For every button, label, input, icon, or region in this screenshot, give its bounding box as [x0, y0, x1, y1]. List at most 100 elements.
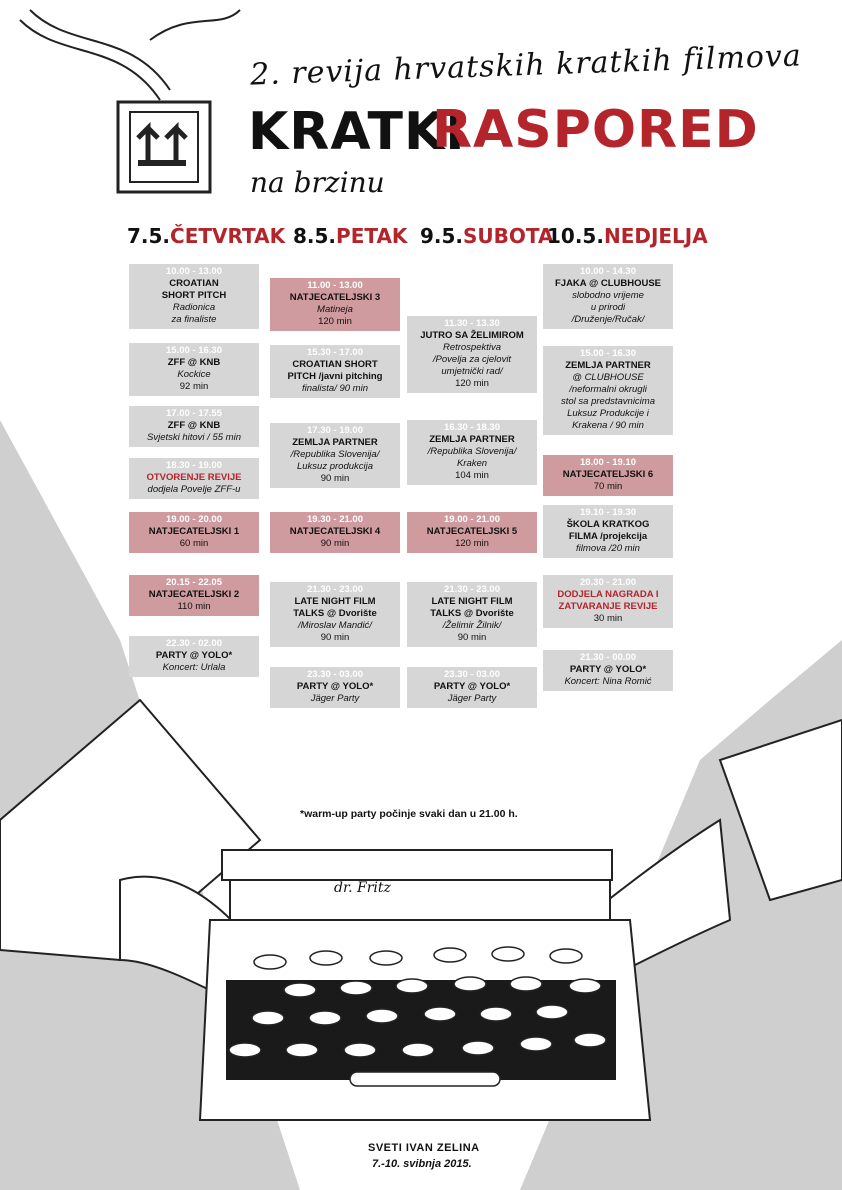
- event-subtitle: /Druženje/Ručak/: [571, 314, 645, 325]
- event-title: ZFF @ KNB: [167, 420, 221, 431]
- event-time: 17.30 - 19.00: [307, 425, 363, 436]
- event-subtitle: stol sa predstavnicima: [561, 396, 655, 407]
- event-title: FJAKA @ CLUBHOUSE: [554, 278, 662, 289]
- event-duration: 90 min: [457, 632, 487, 643]
- event-title: ZEMLJA PARTNER: [429, 434, 515, 445]
- event-time: 15.00 - 16.30: [580, 348, 636, 359]
- event-time: 11.30 - 13.30: [444, 318, 500, 329]
- event-title: DODJELA NAGRADA I: [557, 589, 659, 600]
- event-time: 20.30 - 21.00: [580, 577, 636, 588]
- event-subtitle: Svjetski hitovi / 55 min: [147, 432, 241, 443]
- event-subtitle: Radionica: [172, 302, 216, 313]
- event-time: 23.30 - 03.00: [444, 669, 500, 680]
- event-title: LATE NIGHT FILM: [294, 596, 376, 607]
- event-time: 19.30 - 21.00: [307, 514, 363, 525]
- event-time: 21.30 - 23.00: [307, 584, 363, 595]
- event-duration: 60 min: [179, 538, 209, 549]
- event-duration: 120 min: [318, 316, 352, 327]
- event-title: JUTRO SA ŽELIMIROM: [420, 330, 524, 341]
- event-duration: 90 min: [320, 473, 350, 484]
- event-time: 18.30 - 19.00: [166, 460, 222, 471]
- event-duration: 104 min: [455, 470, 489, 481]
- event-duration: 92 min: [179, 381, 209, 392]
- event-time: 20.15 - 22.05: [166, 577, 222, 588]
- event-subtitle: Koncert: Nina Romić: [564, 676, 652, 687]
- event-subtitle: @ CLUBHOUSE: [572, 372, 644, 383]
- title-kratki: KRATKI: [248, 102, 466, 162]
- event-time: 22.30 - 02.00: [166, 638, 222, 649]
- event-title: TALKS @ Dvorište: [293, 608, 377, 619]
- event-subtitle: Kockice: [177, 369, 211, 380]
- event-time: 16.30 - 18.30: [444, 422, 500, 433]
- event-title: CROATIAN SHORT: [292, 359, 378, 370]
- event-subtitle: /Republika Slovenija/: [290, 449, 380, 460]
- event-subtitle: finalista/ 90 min: [301, 383, 368, 394]
- event-subtitle: filmova /20 min: [576, 543, 640, 554]
- event-subtitle: Luksuz Produkcije i: [567, 408, 649, 419]
- event-time: 21.30 - 00.00: [580, 652, 636, 663]
- event-title: NATJECATELJSKI 4: [289, 526, 381, 537]
- title-tagline: na brzinu: [250, 166, 385, 199]
- event-subtitle: u prirodi: [590, 302, 626, 313]
- event-time: 19.10 - 19.30: [580, 507, 636, 518]
- event-subtitle: Jäger Party: [447, 693, 497, 704]
- event-subtitle: dodjela Povelje ZFF-u: [147, 484, 241, 495]
- event-title: PARTY @ YOLO*: [433, 681, 511, 692]
- event-subtitle: Kraken: [456, 458, 488, 469]
- event-duration: 70 min: [593, 481, 623, 492]
- event-time: 18.00 - 19.10: [580, 457, 636, 468]
- event-title: SHORT PITCH: [161, 290, 227, 301]
- event-title: PARTY @ YOLO*: [569, 664, 647, 675]
- event-time: 10.00 - 13.00: [166, 266, 222, 277]
- event-subtitle: Luksuz produkcija: [296, 461, 374, 472]
- event-subtitle: Krakena / 90 min: [572, 420, 644, 431]
- event-time: 15.00 - 16.30: [166, 345, 222, 356]
- event-title: PARTY @ YOLO*: [296, 681, 374, 692]
- event-subtitle: Retrospektiva: [442, 342, 502, 353]
- venue-place: SVETI IVAN ZELINA: [368, 1142, 480, 1154]
- event-subtitle: /Miroslav Mandić/: [298, 620, 372, 631]
- day-heading-3: 9.5.SUBOTA: [420, 224, 554, 248]
- event-title: ZEMLJA PARTNER: [565, 360, 651, 371]
- festival-dates: 7.-10. svibnja 2015.: [372, 1158, 472, 1170]
- event-time: 23.30 - 03.00: [307, 669, 363, 680]
- typewriter-brand: dr. Fritz: [334, 880, 391, 896]
- event-title: CROATIAN: [169, 278, 219, 289]
- event-title: ZFF @ KNB: [167, 357, 221, 368]
- event-duration: 110 min: [177, 601, 211, 612]
- event-title: NATJECATELJSKI 2: [148, 589, 240, 600]
- event-subtitle: /Povelja za cjelovit: [432, 354, 512, 365]
- event-title: OTVORENJE REVIJE: [146, 472, 242, 483]
- event-title: LATE NIGHT FILM: [431, 596, 513, 607]
- event-title: NATJECATELJSKI 6: [562, 469, 654, 480]
- event-time: 11.00 - 13.00: [307, 280, 363, 291]
- event-duration: 120 min: [455, 538, 489, 549]
- event-duration: 120 min: [455, 378, 489, 389]
- event-time: 19.00 - 21.00: [444, 514, 500, 525]
- event-title: ZATVARANJE REVIJE: [558, 601, 658, 612]
- event-title: ZEMLJA PARTNER: [292, 437, 378, 448]
- event-title: PARTY @ YOLO*: [155, 650, 233, 661]
- event-subtitle: Matineja: [317, 304, 353, 315]
- event-title: PITCH /javni pitching: [287, 371, 383, 382]
- event-time: 15.30 - 17.00: [307, 347, 363, 358]
- day-heading-1: 7.5.ČETVRTAK: [127, 224, 286, 248]
